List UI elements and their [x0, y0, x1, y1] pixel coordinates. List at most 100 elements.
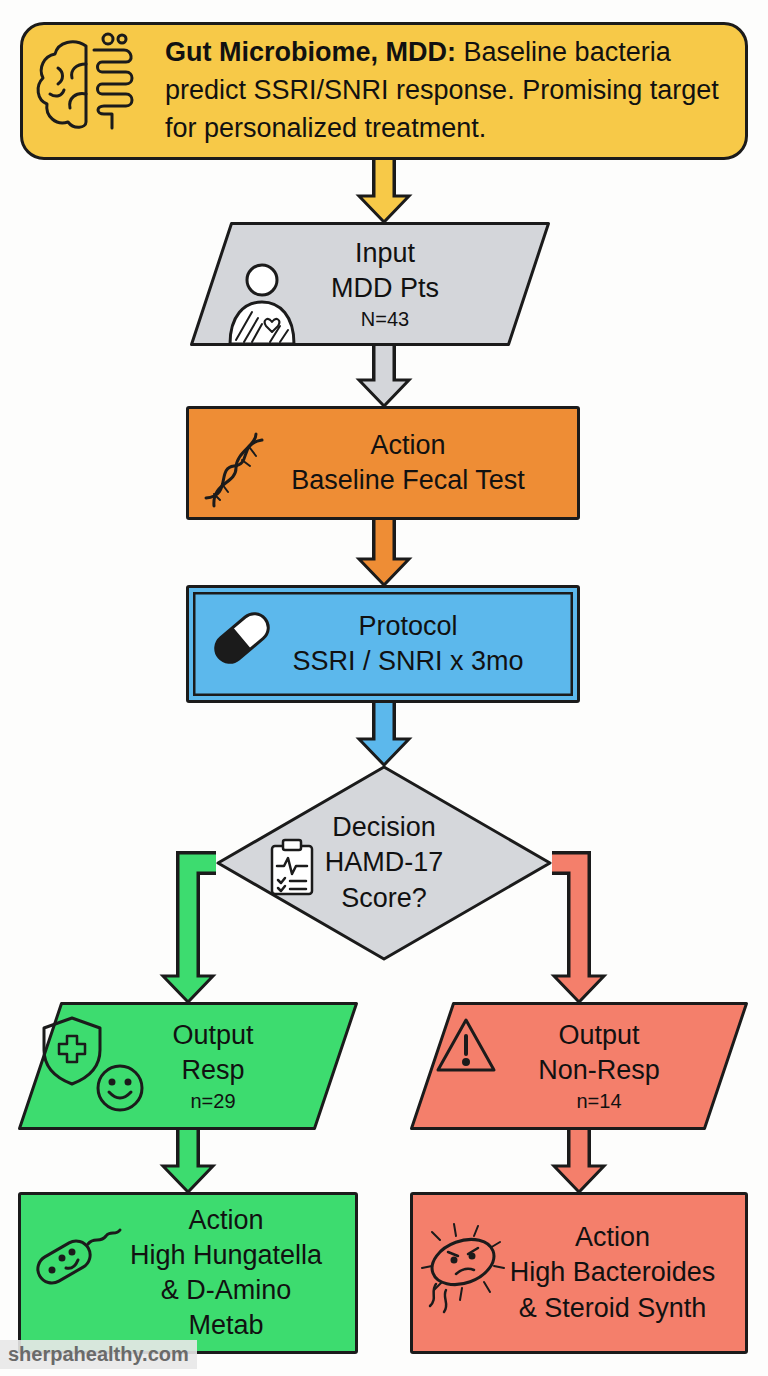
- arrow-outline: [372, 520, 396, 559]
- protocol-box: ProtocolSSRI / SNRI x 3mo: [186, 585, 580, 703]
- finding-box: ActionHigh Bacteroides & Steroid Synth: [410, 1192, 748, 1354]
- shape-fill: [412, 1004, 747, 1129]
- text-area: ActionBaseline Fecal Test: [189, 428, 577, 498]
- arrow-outline: [567, 1130, 591, 1166]
- clipboard-icon: [272, 840, 312, 894]
- arrow-head: [359, 739, 409, 765]
- arrow-outline: [372, 160, 396, 196]
- text-area: ActionHigh Hungatella & D-Amino Metab: [21, 1203, 355, 1343]
- pill-icon: [210, 608, 274, 668]
- block-arrow: [163, 863, 216, 1002]
- gut-outline: [94, 50, 132, 128]
- arrow-head: [163, 976, 213, 1002]
- process-box: ActionBaseline Fecal Test: [186, 406, 580, 520]
- bacteria-frown: [456, 1269, 474, 1274]
- warning-bar: [464, 1036, 468, 1054]
- arrow-fill: [180, 1130, 197, 1171]
- text-area: OutputRespn=29: [18, 1018, 358, 1114]
- warning-triangle: [438, 1020, 494, 1070]
- node-heading: Gut Microbiome, MDD:: [165, 37, 456, 67]
- arrow-outline: [372, 346, 396, 380]
- person-hatch: [236, 312, 288, 342]
- decision-diamond: DecisionHAMD-17 Score?: [216, 765, 552, 961]
- node-text: SSRI / SNRI x 3mo: [269, 644, 547, 679]
- arrow-fill: [188, 863, 216, 981]
- arrow-fill: [552, 863, 579, 981]
- smile-face: [98, 1066, 142, 1110]
- arrow-fill: [376, 160, 393, 201]
- node-text: High Bacteroides & Steroid Synth: [503, 1255, 722, 1325]
- smile-mouth: [109, 1092, 131, 1098]
- clipboard-board: [272, 846, 312, 894]
- arrow-head: [359, 196, 409, 222]
- smile-eye: [126, 1080, 130, 1084]
- pill-capsule: [210, 608, 274, 668]
- node-heading: Action: [503, 1220, 722, 1255]
- node-text: MDD Pts: [260, 271, 510, 306]
- bacteria-brows: [448, 1248, 478, 1256]
- block-arrow: [554, 1130, 604, 1192]
- node-text: N=43: [260, 306, 510, 332]
- input-parallelogram: InputMDD PtsN=43: [190, 222, 550, 346]
- arrow-fill: [571, 1130, 588, 1171]
- bacteria-flagellum: [88, 1230, 120, 1244]
- brain-outline: [38, 42, 86, 127]
- dna-rungs: [214, 448, 256, 500]
- text-area: InputMDD PtsN=43: [190, 236, 550, 332]
- clipboard-lines: [278, 878, 306, 891]
- text-area: ActionHigh Bacteroides & Steroid Synth: [413, 1220, 745, 1325]
- node-text: n=14: [490, 1088, 708, 1114]
- arrow-fill: [376, 703, 393, 744]
- node-text: Baseline Fecal Test: [269, 463, 547, 498]
- node-heading: Decision: [316, 810, 452, 845]
- node-text: HAMD-17 Score?: [316, 845, 452, 915]
- bacteria-eye: [60, 1256, 64, 1260]
- microbe-dot: [118, 35, 126, 43]
- output-parallelogram: OutputNon-Respn=14: [410, 1002, 748, 1130]
- bad-bacteria-icon: [422, 1224, 504, 1312]
- node-heading: Output: [118, 1018, 308, 1053]
- clipboard-pulse: [277, 858, 307, 874]
- node-heading: Action: [269, 428, 547, 463]
- block-arrow: [163, 1130, 213, 1192]
- shield-outline: [44, 1018, 100, 1084]
- output-parallelogram: OutputRespn=29: [18, 1002, 358, 1130]
- warning-dot: [464, 1060, 469, 1065]
- arrow-head: [554, 976, 604, 1002]
- brain-fold: [50, 64, 86, 108]
- bacteria-smile: [66, 1260, 78, 1268]
- bacteria-spikes: [422, 1224, 504, 1300]
- summary-box: Gut Microbiome, MDD:Baseline bacteria pr…: [20, 22, 748, 160]
- person-head: [247, 265, 277, 295]
- arrow-outline: [552, 863, 579, 976]
- arrow-head: [554, 1166, 604, 1192]
- block-arrow: [552, 863, 604, 1002]
- bacteria-body: [426, 1231, 501, 1292]
- arrow-head: [163, 1166, 213, 1192]
- bacteria-tail: [430, 1284, 446, 1312]
- pill-half: [210, 627, 251, 668]
- dna-strand: [214, 434, 256, 506]
- clipboard-clip: [283, 840, 301, 850]
- node-heading: Input: [260, 236, 510, 271]
- node-text: High Hungatella & D-Amino Metab: [121, 1238, 331, 1343]
- block-arrow: [359, 346, 409, 406]
- text-area: ProtocolSSRI / SNRI x 3mo: [189, 609, 577, 679]
- text-area: DecisionHAMD-17 Score?: [216, 810, 552, 915]
- text-area: Gut Microbiome, MDD:Baseline bacteria pr…: [23, 34, 745, 147]
- node-heading: Action: [121, 1203, 331, 1238]
- arrow-head: [359, 380, 409, 406]
- node-text: n=29: [118, 1088, 308, 1114]
- shield-cross: [59, 1036, 85, 1062]
- arrow-fill: [376, 346, 393, 385]
- node-heading: Output: [490, 1018, 708, 1053]
- bacteria-eye: [470, 1254, 474, 1258]
- text-area: OutputNon-Respn=14: [410, 1018, 748, 1114]
- person-icon: [230, 265, 294, 344]
- microbe-dot: [103, 34, 113, 44]
- block-arrow: [359, 160, 409, 222]
- bacteria-body: [33, 1236, 95, 1288]
- arrow-outline: [176, 1130, 200, 1166]
- bacteria-dot: [50, 1268, 54, 1272]
